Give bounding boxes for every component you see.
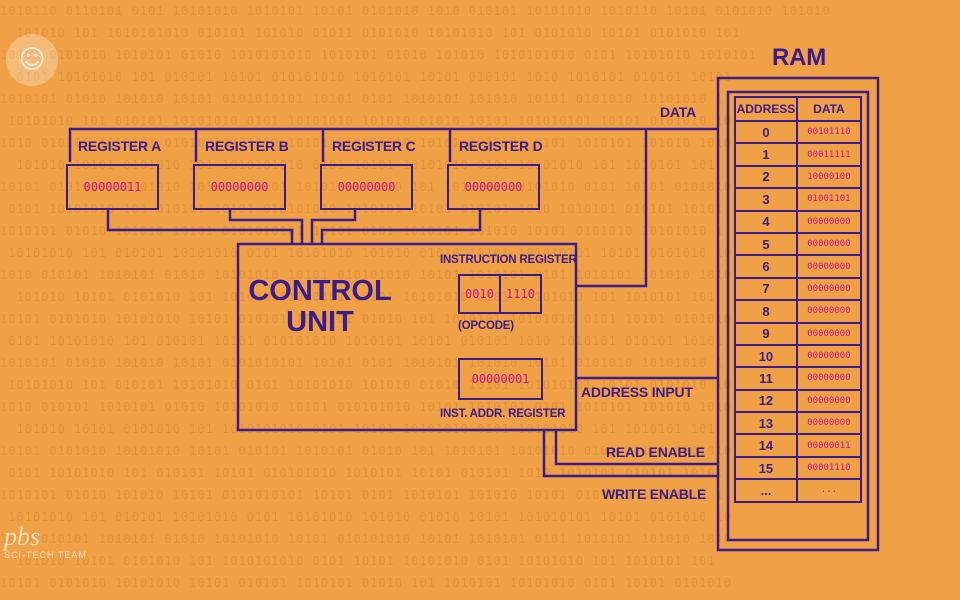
write-enable-label: WRITE ENABLE — [602, 486, 707, 502]
register-d-label: REGISTER D — [459, 138, 543, 154]
register-a-value: 00000011 — [66, 164, 159, 210]
ram-outer-frame — [716, 76, 880, 552]
ram-address-cell: 7 — [734, 276, 798, 302]
ram-address-cell: 9 — [734, 321, 798, 346]
ram-data-cell: 00000000 — [795, 231, 863, 257]
read-enable-label: READ ENABLE — [606, 444, 705, 460]
reg-a-link — [106, 210, 294, 244]
ram-data-cell: ... — [795, 478, 863, 503]
ram-address-cell: ... — [734, 478, 798, 503]
ram-data-cell: 01001101 — [795, 187, 863, 212]
ram-data-cell: 00000000 — [795, 299, 863, 324]
reg-b-link — [228, 210, 304, 244]
reg-c-link — [310, 210, 357, 244]
ram-data-cell: 00000000 — [795, 276, 863, 302]
instruction-register-label: INSTRUCTION REGISTER — [440, 254, 577, 266]
write-enable-line — [542, 430, 718, 478]
ram-address-cell: 5 — [734, 231, 798, 257]
ram-address-cell: 10 — [734, 343, 798, 369]
ram-address-cell: 0 — [734, 119, 798, 145]
team-logo-name: SCI-TECH TEAM — [4, 550, 87, 560]
control-unit-title-line1: CONTROL — [248, 275, 392, 307]
ram-data-cell: 00101110 — [795, 119, 863, 145]
register-c-label: REGISTER C — [332, 138, 416, 154]
inst-addr-label: INST. ADDR. REGISTER — [440, 408, 566, 420]
inst-addr-value: 00000001 — [458, 358, 543, 400]
pbs-logo-icon: ☺ — [6, 34, 58, 86]
instruction-operand-value: 1110 — [499, 274, 542, 314]
ram-address-cell: 12 — [734, 388, 798, 414]
reg-d-link — [320, 210, 482, 244]
register-b-value: 00000000 — [193, 164, 286, 210]
instruction-opcode-value: 0010 — [458, 274, 501, 314]
data-bus-to-control — [576, 129, 648, 288]
ram-title: RAM — [772, 44, 827, 71]
control-unit-title: CONTROL UNIT — [240, 276, 400, 338]
ram-address-cell: 11 — [734, 366, 798, 391]
ram-data-cell: 00011111 — [795, 142, 863, 167]
ram-data-cell: 00000000 — [795, 388, 863, 414]
ram-address-cell: 13 — [734, 411, 798, 436]
register-c-value: 00000000 — [320, 164, 413, 210]
ram-data-cell: 00000000 — [795, 321, 863, 346]
ram-address-cell: 14 — [734, 433, 798, 458]
team-logo-mark: pbs — [4, 522, 41, 551]
ram-inner-frame — [726, 90, 870, 542]
register-d-value: 00000000 — [447, 164, 540, 210]
control-unit-title-line2: UNIT — [286, 306, 354, 338]
ram-data-cell: 00000000 — [795, 366, 863, 391]
data-bus-line — [68, 127, 718, 162]
ram-data-cell: 00000000 — [795, 209, 863, 234]
read-enable-line — [554, 430, 718, 466]
ram-data-cell: 00000011 — [795, 433, 863, 458]
ram-address-cell: 2 — [734, 164, 798, 190]
ram-data-cell: 00001110 — [795, 455, 863, 481]
ram-data-cell: 00000000 — [795, 343, 863, 369]
ram-data-cell: 00000000 — [795, 254, 863, 279]
ram-header-row: ADDRESS DATA — [734, 96, 863, 122]
ram-header-address: ADDRESS — [734, 96, 798, 122]
register-b-label: REGISTER B — [205, 138, 289, 154]
data-bus-label: DATA — [660, 104, 697, 120]
ram-row: ...... — [734, 478, 863, 503]
ram-address-cell: 3 — [734, 187, 798, 212]
register-a-label: REGISTER A — [78, 138, 162, 154]
ram-address-cell: 15 — [734, 455, 798, 481]
ram-address-cell: 4 — [734, 209, 798, 234]
ram-data-cell: 10000100 — [795, 164, 863, 190]
ram-data-cell: 00000000 — [795, 411, 863, 436]
ram-address-cell: 8 — [734, 299, 798, 324]
ram-address-cell: 1 — [734, 142, 798, 167]
ram-address-cell: 6 — [734, 254, 798, 279]
ram-header-data: DATA — [795, 96, 863, 122]
control-unit-frame — [236, 242, 578, 432]
address-input-label: ADDRESS INPUT — [581, 384, 693, 400]
opcode-label: (OPCODE) — [458, 320, 514, 332]
sci-tech-team-logo: pbs SCI-TECH TEAM — [4, 522, 87, 561]
